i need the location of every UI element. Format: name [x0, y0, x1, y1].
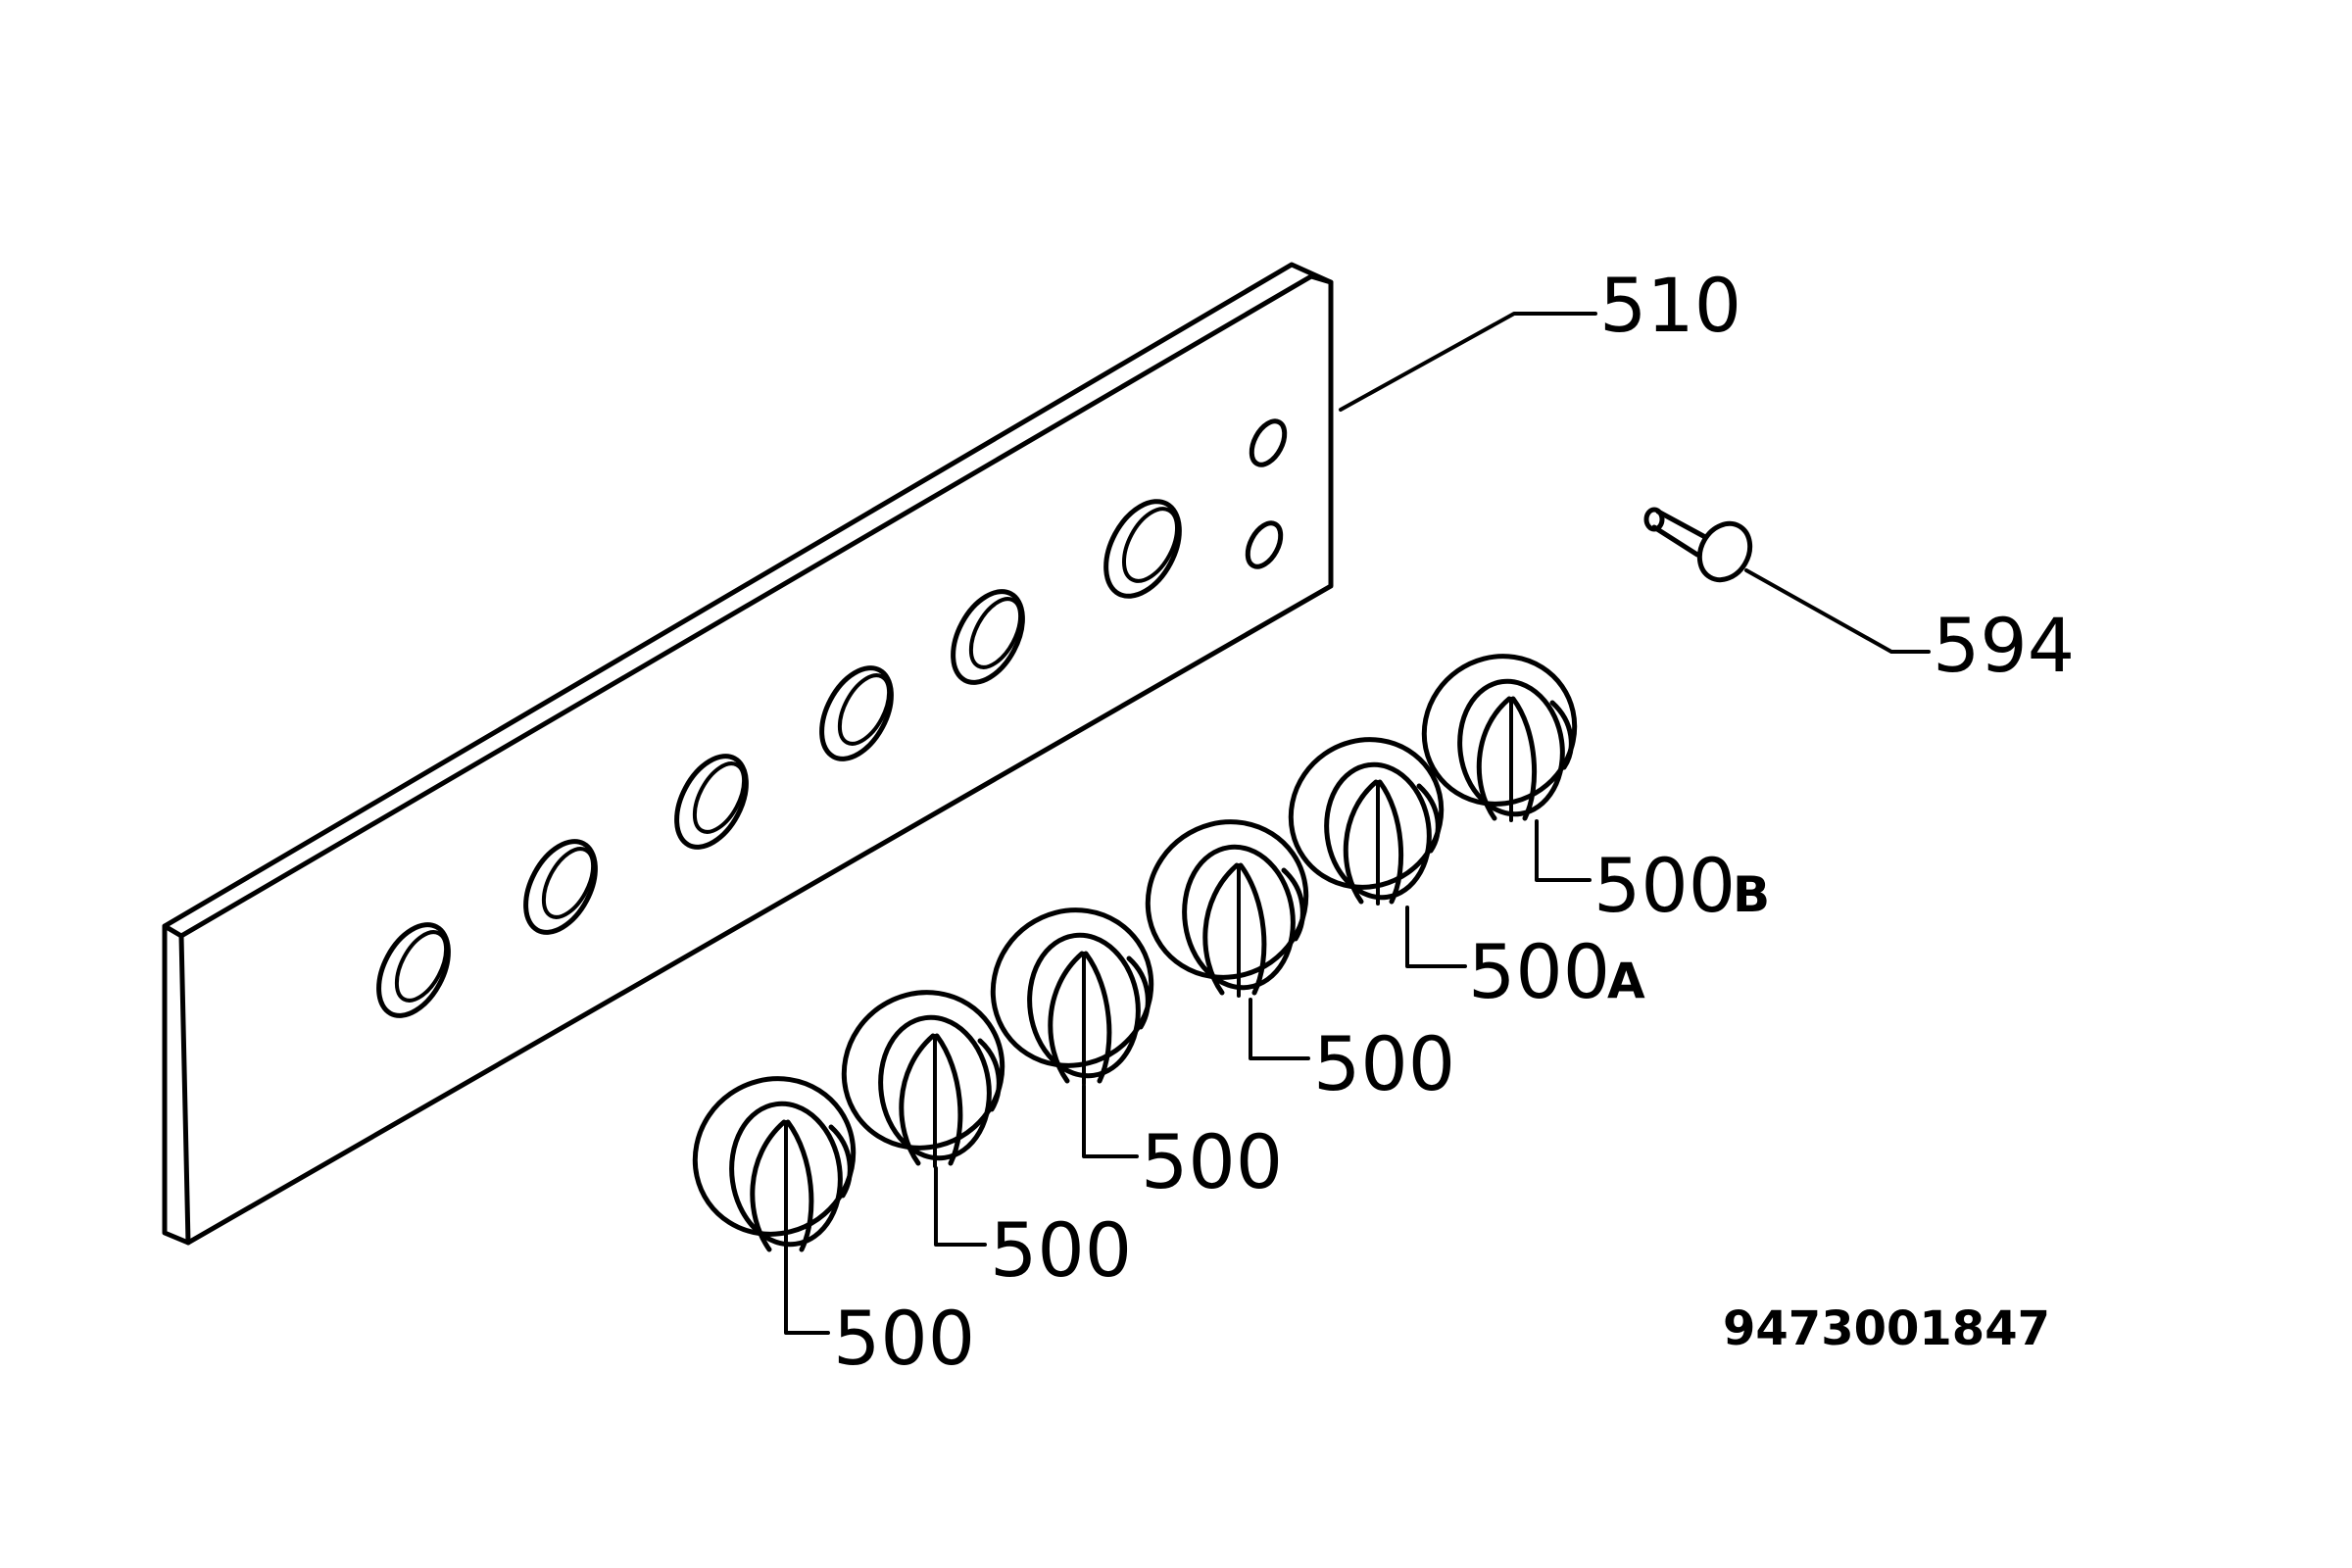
- knob-hole-5: [951, 589, 1025, 685]
- label-knob-6: 500: [1593, 842, 1736, 929]
- indicator-hole-bottom: [1245, 520, 1284, 569]
- label-knob-4: 500: [1313, 1020, 1455, 1107]
- knob-5: [1288, 737, 1445, 906]
- label-panel: 510: [1599, 262, 1741, 349]
- leader-lines: [784, 312, 1931, 1335]
- label-knob-6-suffix: B: [1733, 866, 1770, 923]
- indicator-hole-top: [1249, 418, 1288, 467]
- knob-hole-2: [523, 839, 598, 935]
- knob-hole-4: [819, 665, 894, 761]
- label-screw: 594: [1933, 602, 2075, 689]
- screw: [1643, 507, 1753, 583]
- label-knob-3: 500: [1141, 1118, 1283, 1205]
- knob-hole-3: [674, 754, 749, 850]
- knob-6: [1421, 654, 1578, 822]
- label-knob-5: 500: [1468, 928, 1610, 1015]
- knob-1: [692, 1076, 857, 1254]
- diagram-code: 9473001847: [1723, 1301, 2050, 1356]
- knob-hole-6: [1103, 499, 1182, 599]
- label-knob-2: 500: [990, 1206, 1132, 1294]
- label-knob-1: 500: [833, 1295, 975, 1382]
- control-panel: [162, 262, 1334, 1246]
- knob-3: [990, 907, 1154, 1086]
- knob-2: [841, 990, 1005, 1168]
- knob-hole-1: [376, 922, 451, 1018]
- label-knob-5-suffix: A: [1607, 953, 1645, 1009]
- knob-4: [1145, 819, 1309, 998]
